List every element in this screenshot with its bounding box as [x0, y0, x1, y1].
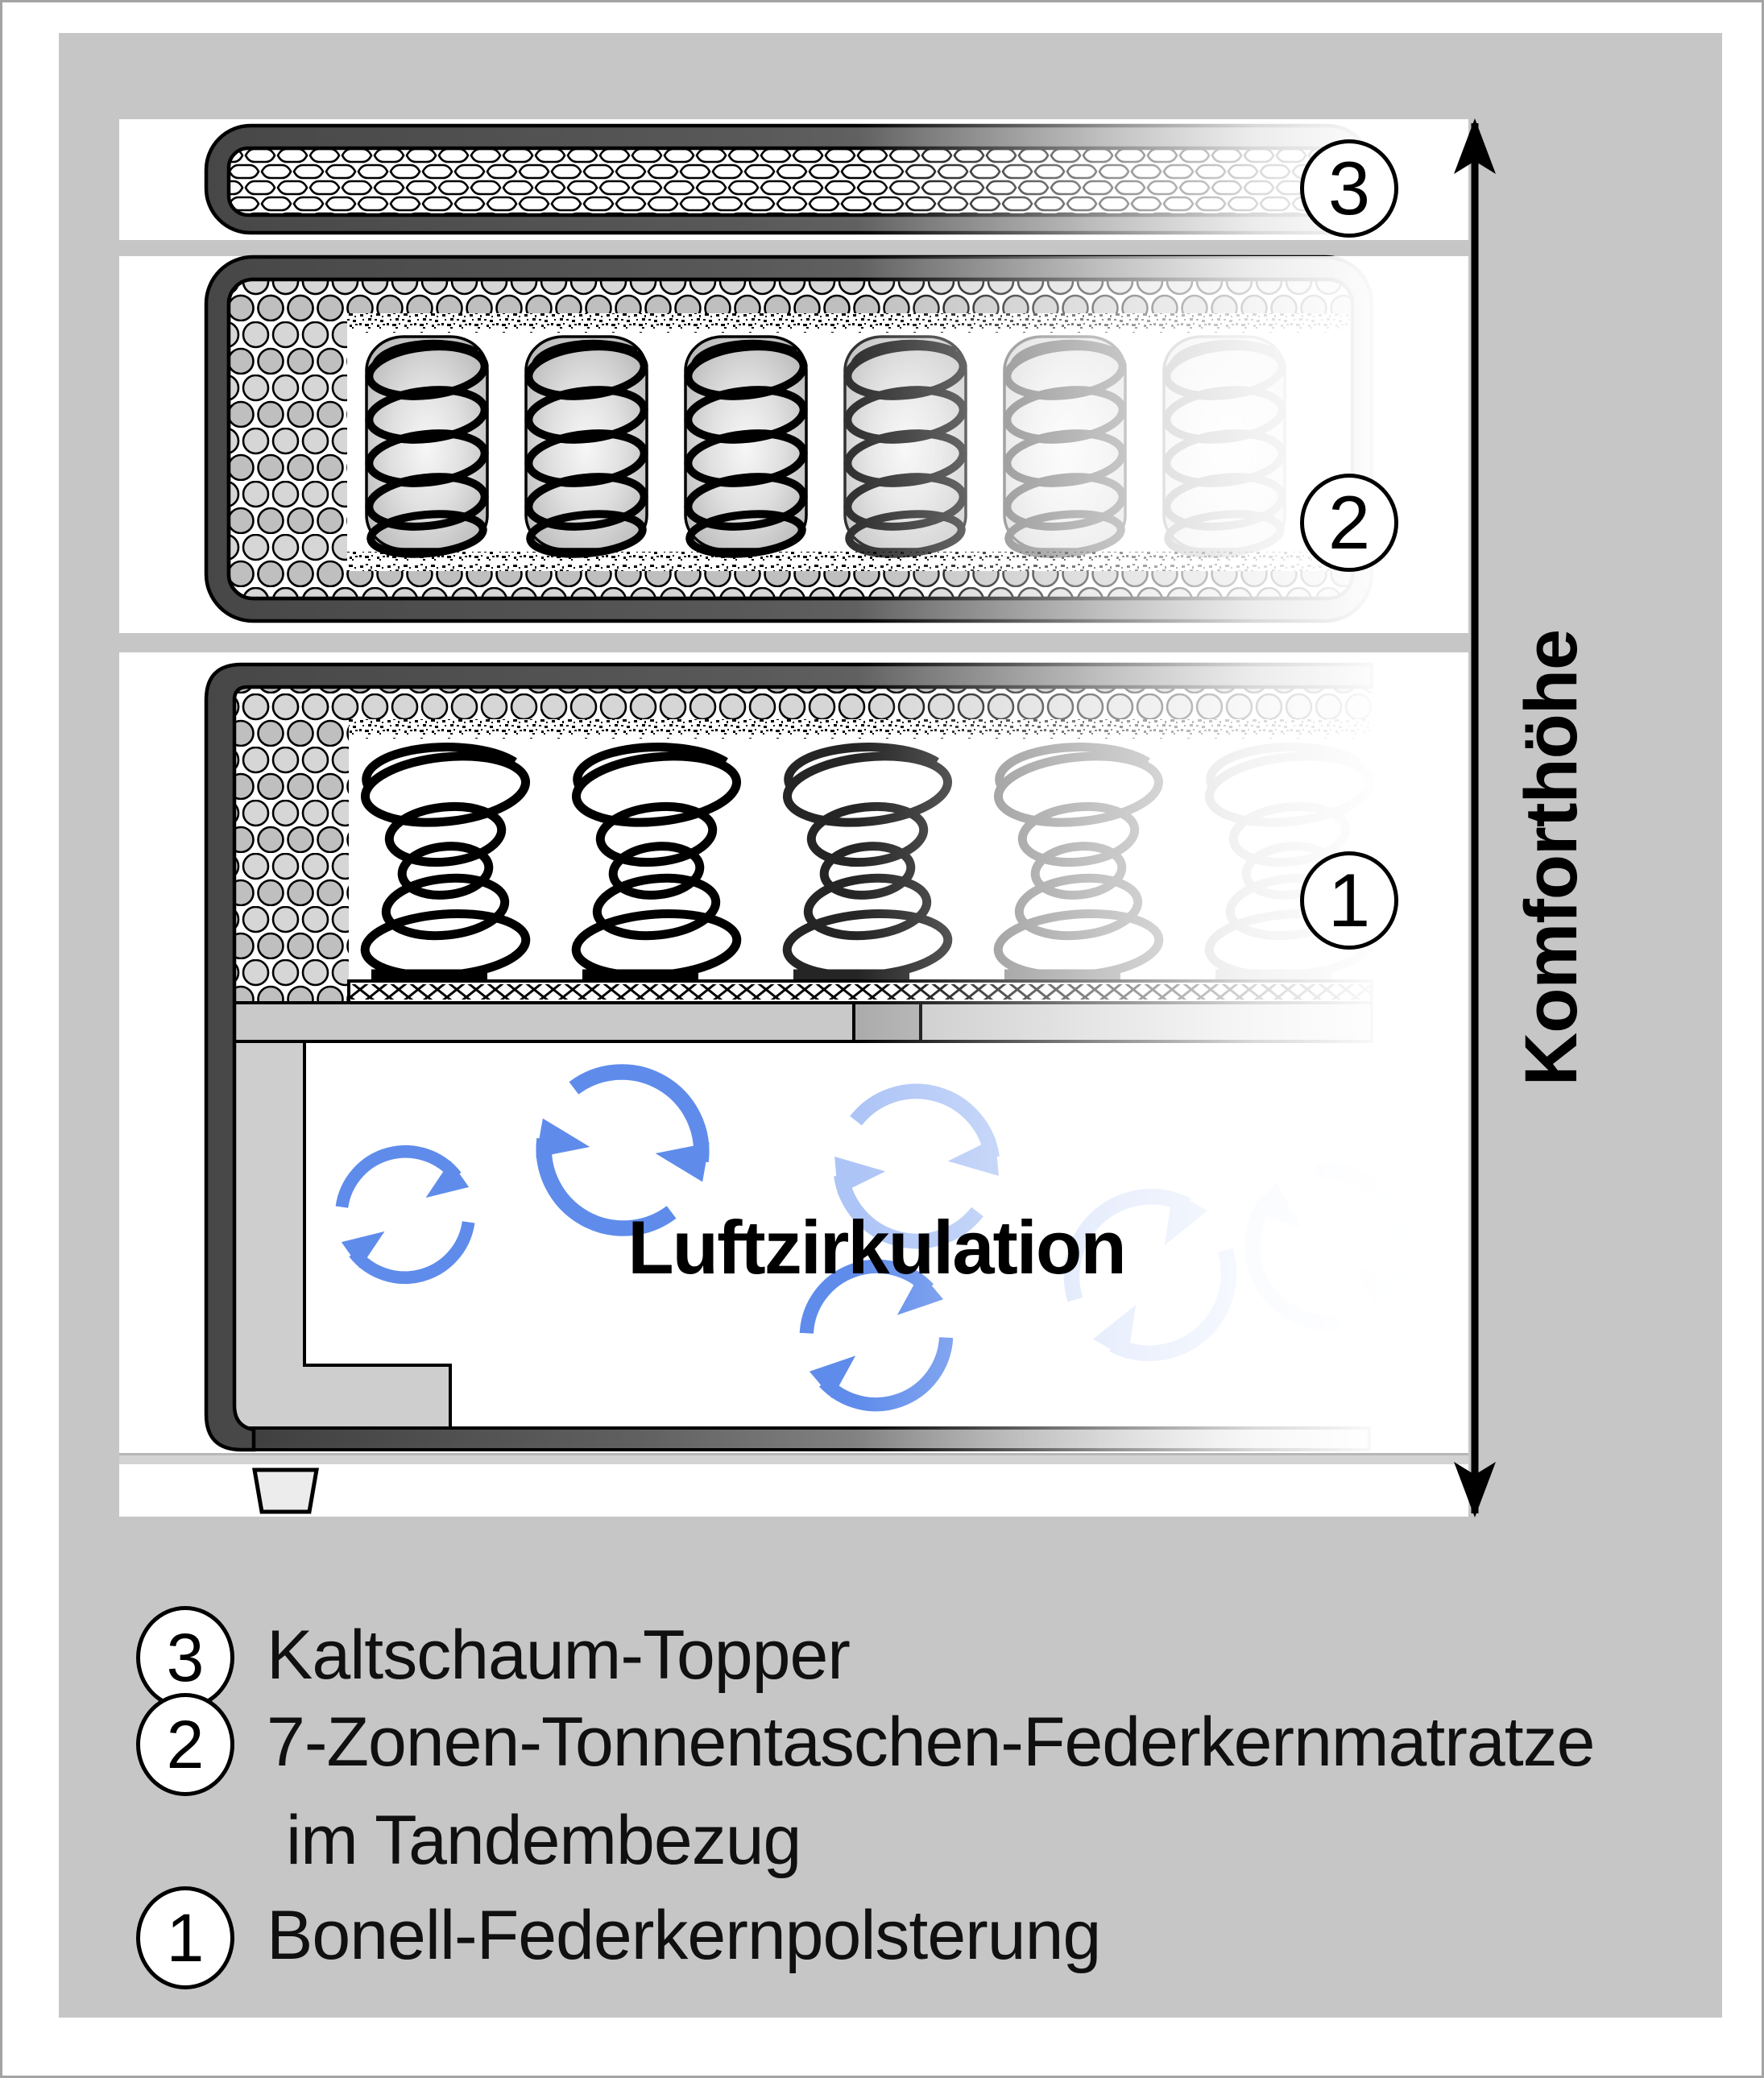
base-frame — [204, 662, 1374, 1452]
comfort-height-label: Komforthöhe — [1509, 629, 1592, 1087]
legend-badge-3: 3 — [136, 1606, 234, 1709]
legend-label-bonell: Bonell-Federkernpolsterung — [267, 1896, 1101, 1974]
left-leg-panel — [233, 1040, 452, 1430]
legend-badge-1: 1 — [136, 1886, 234, 1989]
base-bottom-strip — [119, 1453, 1468, 1464]
layer-badge-topper: 3 — [1300, 139, 1398, 238]
legend-badge-2: 2 — [136, 1693, 234, 1796]
comfort-height-arrow-icon — [1454, 118, 1496, 1517]
right-fade-overlays — [856, 119, 1468, 1453]
floor-strip — [119, 1464, 1468, 1517]
layer-badge-bonell: 1 — [1300, 851, 1398, 950]
bed-foot — [252, 1467, 319, 1514]
layer-badge-mattress: 2 — [1300, 474, 1398, 572]
legend-label-topper: Kaltschaum-Topper — [267, 1616, 851, 1694]
legend-label-mattress-line2: im Tandembezug — [286, 1801, 801, 1879]
legend-label-mattress: 7-Zonen-Tonnentaschen-Federkernmatratze — [267, 1703, 1595, 1781]
air-circulation-label: Luftzirkulation — [627, 1205, 1127, 1289]
